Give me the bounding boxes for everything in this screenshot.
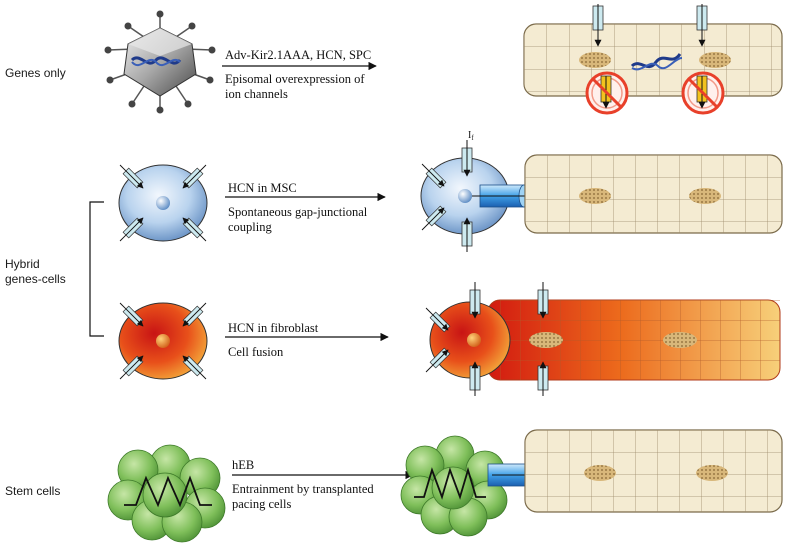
nucleus: [156, 196, 170, 210]
embryoid-body: [107, 444, 226, 543]
nucleus: [699, 52, 731, 68]
blocked-channel-icon-1: [585, 71, 629, 115]
nucleus: [579, 188, 611, 204]
fibroblast-cell: [118, 302, 208, 380]
msc-text-3: coupling: [228, 220, 272, 234]
cardiomyocyte-genes-only: [523, 23, 783, 97]
fibro-text-1: HCN in fibroblast: [228, 321, 319, 335]
genes-only-text-2: Episomal overexpression of: [225, 72, 365, 86]
ion-channel-top-2: [696, 4, 708, 47]
nucleus: [458, 189, 472, 203]
row-label-hybrid-line1: Hybrid: [5, 257, 40, 271]
blocked-channel-icon-2: [681, 71, 725, 115]
stem-text-1: hEB: [232, 458, 255, 472]
stem-text-3: pacing cells: [232, 497, 292, 511]
virus-particle: [104, 10, 216, 114]
stem-text-2: Entrainment by transplanted: [232, 482, 374, 496]
fused-cell: [425, 282, 781, 396]
embryoid-body-coupled: [400, 435, 508, 537]
row-label-genes-only: Genes only: [5, 66, 66, 80]
fibro-text-2: Cell fusion: [228, 345, 284, 359]
nucleus: [689, 188, 721, 204]
genes-only-text-3: ion channels: [225, 87, 288, 101]
pacing-waveform: [414, 466, 486, 500]
msc-coupled-cell: [420, 140, 510, 252]
nucleus: [663, 332, 697, 348]
cardiomyocyte-stem: [524, 429, 783, 513]
episomal-dna-icon: [630, 53, 683, 71]
genes-only-text-1: Adv-Kir2.1AAA, HCN, SPC: [225, 48, 372, 62]
msc-text-1: HCN in MSC: [228, 181, 297, 195]
ion-channel-top-1: [592, 4, 604, 47]
nucleus: [696, 465, 728, 481]
current-if-label: If: [468, 130, 474, 142]
pacing-waveform: [124, 475, 212, 508]
nucleus: [579, 52, 611, 68]
row-label-hybrid-line2: genes-cells: [5, 272, 66, 286]
nucleus: [529, 332, 563, 348]
nucleus: [156, 334, 170, 348]
hybrid-bracket: [89, 201, 104, 337]
cardiomyocyte-msc: [524, 154, 783, 234]
row-label-stem-cells: Stem cells: [5, 484, 61, 498]
nucleus: [467, 333, 481, 347]
nucleus: [584, 465, 616, 481]
msc-cell: [118, 164, 208, 242]
msc-text-2: Spontaneous gap-junctional: [228, 205, 368, 219]
